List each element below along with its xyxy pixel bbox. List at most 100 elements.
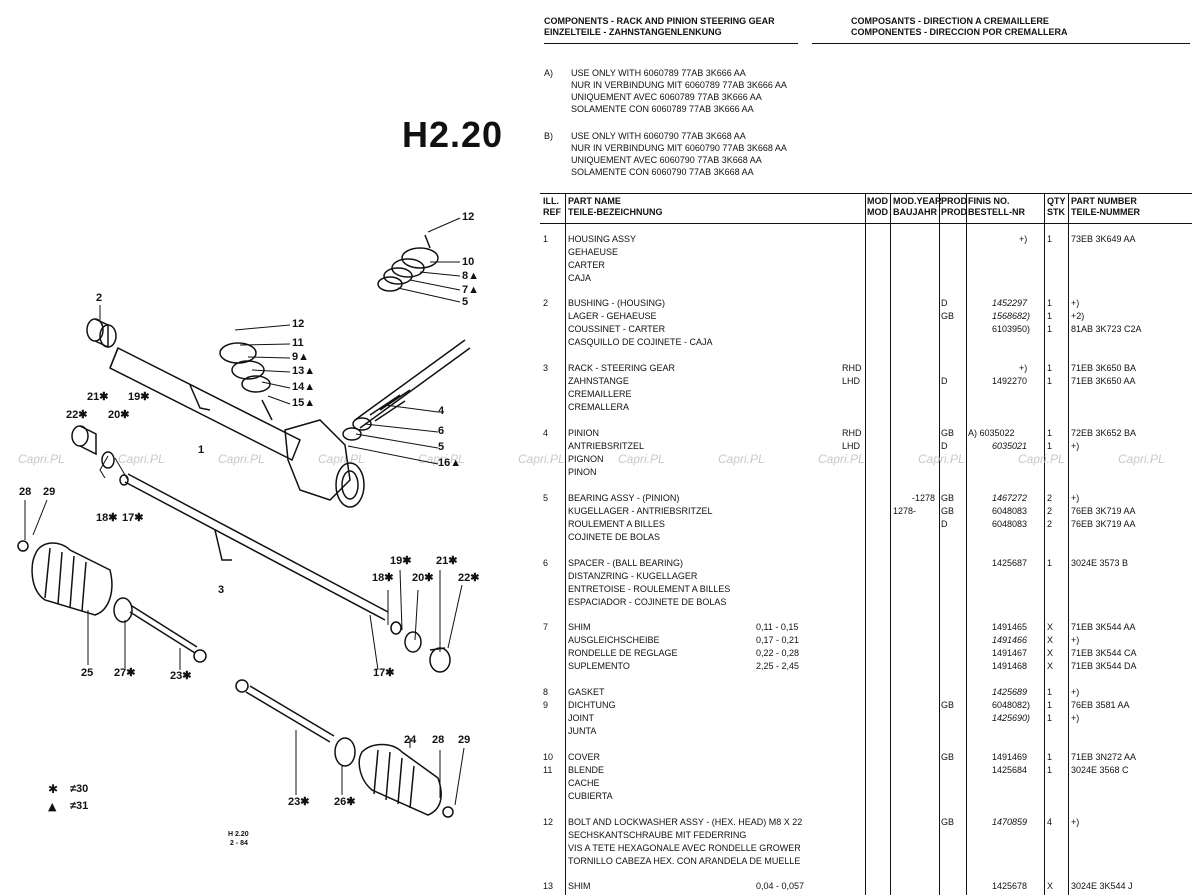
- part-number: 81AB 3K723 C2A: [1071, 324, 1142, 334]
- legend-triangle-label: ≠31: [70, 800, 89, 812]
- part-number: +): [1071, 493, 1080, 503]
- finis-number: A) 6035022: [968, 428, 1015, 438]
- note-a-line: USE ONLY WITH 6060789 77AB 3K666 AA: [571, 68, 746, 78]
- part-name: DISTANZRING - KUGELLAGER: [568, 571, 698, 581]
- part-name: ZAHNSTANGE: [568, 376, 629, 386]
- pinion-bearings: [342, 417, 372, 441]
- callout-label: 22✱: [458, 572, 480, 584]
- quantity: 1: [1047, 324, 1053, 334]
- callout-label: 29: [458, 734, 471, 746]
- callout-label: 22✱: [66, 409, 88, 421]
- callout-label: 28: [432, 734, 445, 746]
- prod-code: D: [941, 519, 948, 529]
- part-number: 76EB 3K719 AA: [1071, 519, 1136, 529]
- header-rule-left: [544, 43, 798, 44]
- finis-number: 6048082): [992, 700, 1031, 710]
- gear-housing: [284, 419, 365, 508]
- part-number: +): [1071, 687, 1080, 697]
- col-divider: [966, 193, 967, 895]
- part-name: BLENDE: [568, 765, 605, 775]
- part-name: CREMAILLERE: [568, 389, 632, 399]
- col-prod-de: PROD: [941, 207, 968, 217]
- rack-end-parts-left: [71, 425, 129, 486]
- callout-label: 28: [19, 486, 32, 498]
- quantity: 1: [1047, 376, 1053, 386]
- prod-code: GB: [941, 752, 955, 762]
- part-number: 71EB 3K650 BA: [1071, 363, 1137, 373]
- prod-code: GB: [941, 506, 955, 516]
- part-name: KUGELLAGER - ANTRIEBSRITZEL: [568, 506, 713, 516]
- row-ref: 2: [543, 298, 549, 308]
- triangle-icon: ▲: [48, 800, 57, 813]
- watermark-text: Capri.PL: [518, 452, 565, 466]
- col-finis-de: BESTELL-NR: [968, 207, 1025, 217]
- rack-bar: [124, 473, 389, 621]
- callout-label: 17✱: [373, 667, 395, 679]
- part-name: SHIM: [568, 881, 591, 891]
- col-pn-de: TEILE-NUMMER: [1071, 207, 1140, 217]
- col-name-en: PART NAME: [568, 196, 621, 206]
- prod-code: GB: [941, 311, 955, 321]
- note-a-line: SOLAMENTE CON 6060789 77AB 3K666 AA: [571, 104, 754, 114]
- part-number: 3024E 3568 C: [1071, 765, 1129, 775]
- finis-number: 1470859: [992, 817, 1028, 827]
- part-name: JOINT: [568, 713, 594, 723]
- callout-label: 29: [43, 486, 56, 498]
- callout-label: 21✱: [87, 391, 109, 403]
- part-name: BUSHING - (HOUSING): [568, 298, 666, 308]
- col-qty-de: STK: [1047, 207, 1065, 217]
- note-b-line: UNIQUEMENT AVEC 6060790 77AB 3K668 AA: [571, 155, 762, 165]
- callout-label: 13▲: [292, 365, 316, 377]
- finis-number: +): [1019, 234, 1028, 244]
- part-name: CUBIERTA: [568, 791, 613, 801]
- finis-number: 1491468: [992, 661, 1028, 671]
- part-name: ENTRETOISE - ROULEMENT A BILLES: [568, 584, 731, 594]
- part-name: GASKET: [568, 687, 605, 697]
- callout-label: 3: [218, 584, 225, 596]
- part-name: LAGER - GEHAEUSE: [568, 311, 657, 321]
- part-number: 76EB 3K719 AA: [1071, 506, 1136, 516]
- part-name: SECHSKANTSCHRAUBE MIT FEDERRING: [568, 830, 747, 840]
- finis-number: 1568682): [992, 311, 1031, 321]
- finis-number: +): [1019, 363, 1028, 373]
- finis-number: 1491467: [992, 648, 1028, 658]
- watermark-text: Capri.PL: [918, 452, 965, 466]
- part-name: GEHAEUSE: [568, 247, 619, 257]
- col-divider: [1068, 193, 1069, 895]
- quantity: X: [1047, 881, 1054, 891]
- row-ref: 10: [543, 752, 554, 762]
- row-ref: 12: [543, 817, 554, 827]
- part-name: RACK - STEERING GEAR: [568, 363, 676, 373]
- col-divider: [890, 193, 891, 895]
- diagram-stamp-code: H 2.20: [228, 831, 249, 838]
- callout-label: 11: [292, 337, 304, 349]
- watermark-text: Capri.PL: [618, 452, 665, 466]
- prod-code: D: [941, 441, 948, 451]
- prod-code: D: [941, 376, 948, 386]
- finis-number: 1425684: [992, 765, 1028, 775]
- quantity: 1: [1047, 687, 1053, 697]
- watermark-text: Capri.PL: [318, 452, 365, 466]
- part-variant: 2,25 - 2,45: [756, 661, 800, 671]
- callout-label: 23✱: [288, 796, 310, 808]
- part-name: ANTRIEBSRITZEL: [568, 441, 645, 451]
- part-name: COUSSINET - CARTER: [568, 324, 666, 334]
- finis-number: 1491465: [992, 622, 1028, 632]
- row-ref: 1: [543, 234, 549, 244]
- left-tie-rod: [129, 605, 207, 663]
- watermark-text: Capri.PL: [18, 452, 65, 466]
- finis-number: 6103950): [992, 324, 1031, 334]
- row-ref: 8: [543, 687, 549, 697]
- col-divider: [865, 193, 866, 895]
- finis-number: 6048083: [992, 506, 1028, 516]
- part-name: CACHE: [568, 778, 600, 788]
- part-variant: 0,22 - 0,28: [756, 648, 800, 658]
- left-bellows: [17, 540, 133, 623]
- bushing-part: [86, 318, 117, 349]
- part-number: 76EB 3581 AA: [1071, 700, 1130, 710]
- part-name: PINON: [568, 467, 597, 477]
- col-ref-en: ILL.: [543, 196, 559, 206]
- part-name: DICHTUNG: [568, 700, 616, 710]
- part-number: 71EB 3K544 CA: [1071, 648, 1137, 658]
- part-number: 3024E 3573 B: [1071, 558, 1129, 568]
